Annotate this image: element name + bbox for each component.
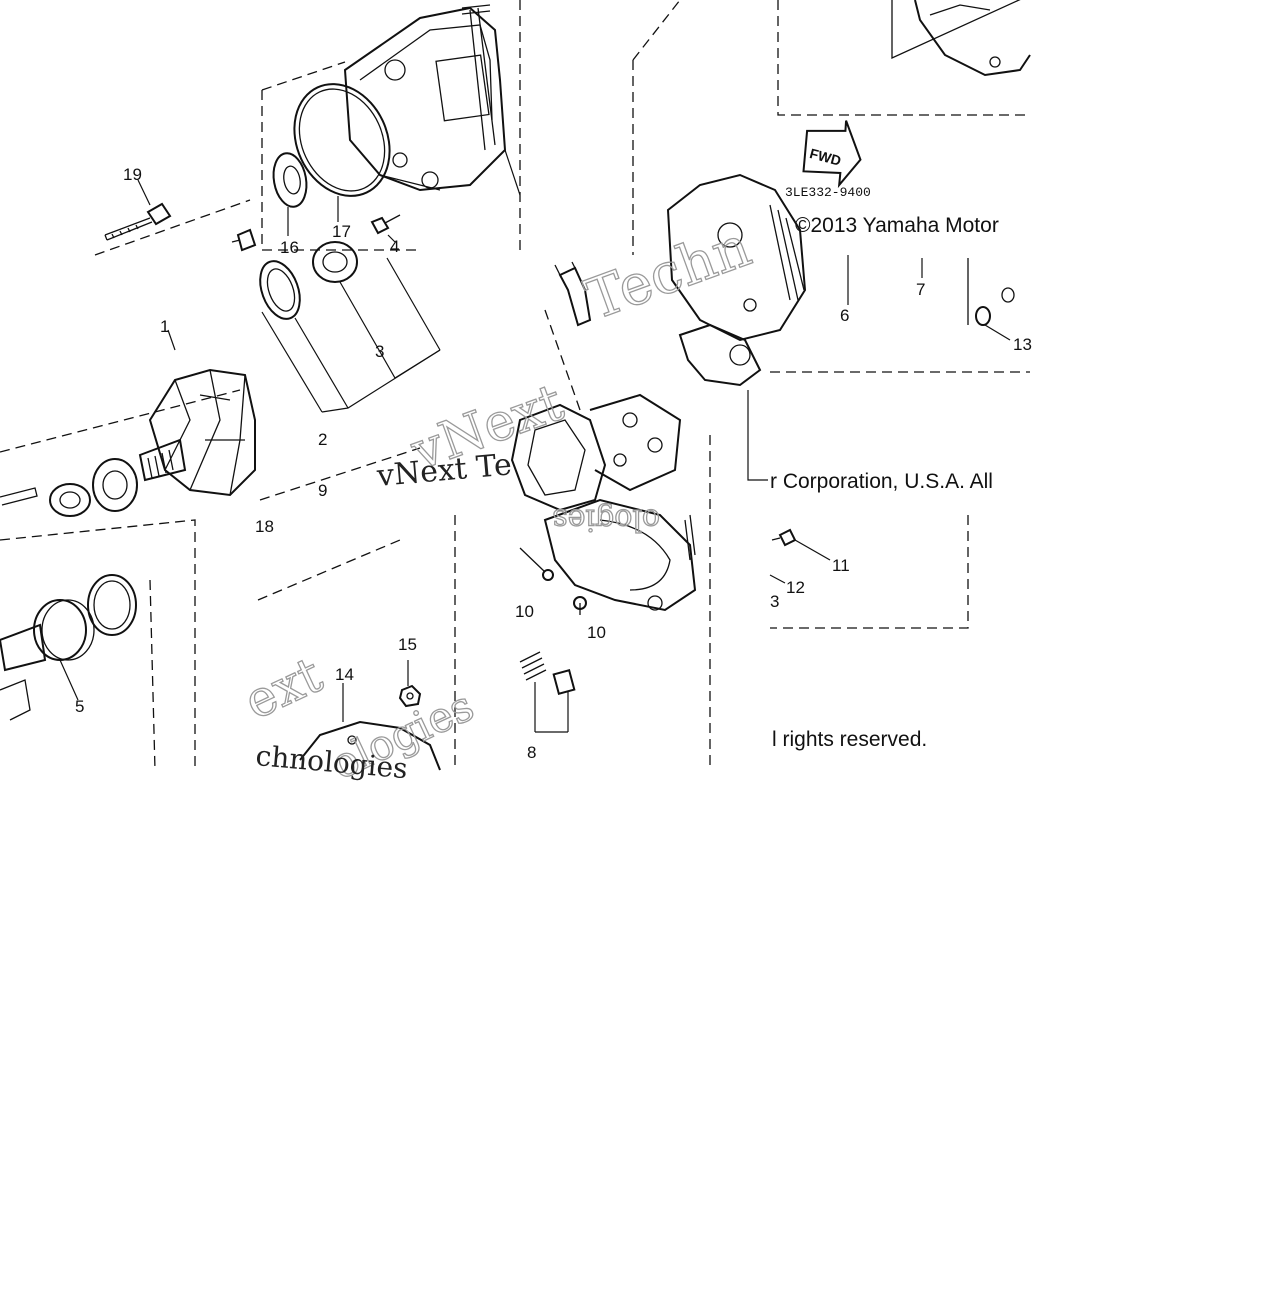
callout-leaders-2-3 <box>261 257 441 413</box>
brush-holder-assembly <box>510 261 682 512</box>
callout-12: 12 <box>786 578 805 597</box>
callout-17: 17 <box>332 222 351 241</box>
callout-19: 19 <box>123 165 142 184</box>
assembly-frames <box>0 0 1030 771</box>
callout-9: 9 <box>318 481 327 500</box>
callout-8: 8 <box>527 743 536 762</box>
watermark-e: ext <box>236 645 331 730</box>
bearing-18 <box>0 458 138 517</box>
bolt-19 <box>104 179 172 241</box>
copyright-line-2: r Corporation, U.S.A. All <box>770 470 993 493</box>
fwd-label: FWD <box>808 145 843 169</box>
part-code: 3LE332-9400 <box>785 185 871 200</box>
callout-4: 4 <box>390 237 399 256</box>
bolt-4 <box>370 214 401 243</box>
callout-1: 1 <box>160 317 169 336</box>
washer-2 <box>259 260 301 320</box>
fwd-arrow-icon <box>802 120 862 189</box>
callout-2: 2 <box>318 430 327 449</box>
callout-11: 11 <box>832 556 850 575</box>
cover-14 <box>299 683 441 771</box>
nut-15 <box>398 660 422 708</box>
washer-13 <box>967 258 1015 341</box>
callout-10b: 10 <box>587 623 606 642</box>
callout-3: 3 <box>375 342 384 361</box>
screw-10b <box>573 596 587 615</box>
callout-14: 14 <box>335 665 354 684</box>
brush-spring-8 <box>519 651 576 733</box>
watermark-b: vNext Te <box>375 447 513 494</box>
copyright-line-3: l rights reserved. <box>772 728 927 751</box>
seal-3 <box>312 241 358 283</box>
copyright-line-1: ©2013 Yamaha Motor <box>795 214 999 237</box>
pulley-5 <box>0 574 137 721</box>
watermark-d: ologies <box>552 502 660 537</box>
oil-seal-16 <box>272 152 308 236</box>
callout-13b: 3 <box>770 592 779 611</box>
washer-12 <box>769 574 786 584</box>
callout-18: 18 <box>255 517 274 536</box>
callout-13a: 13 <box>1013 335 1032 354</box>
callout-10a: 10 <box>515 602 534 621</box>
callout-16: 16 <box>280 238 299 257</box>
rotor-1 <box>138 329 256 497</box>
callout-7: 7 <box>916 280 925 299</box>
callout-15: 15 <box>398 635 417 654</box>
front-housing-top-right <box>891 0 1031 77</box>
screw-11 <box>771 528 831 561</box>
bolt-small-left <box>231 228 257 252</box>
regulator-bracket <box>678 323 768 481</box>
alternator-housing <box>343 4 521 196</box>
callout-6: 6 <box>840 306 849 325</box>
rear-housing-6 <box>666 173 849 342</box>
rear-cover-9 <box>543 498 697 612</box>
callout-5: 5 <box>75 697 84 716</box>
screw-10a <box>519 547 554 581</box>
o-ring-17 <box>293 83 391 222</box>
